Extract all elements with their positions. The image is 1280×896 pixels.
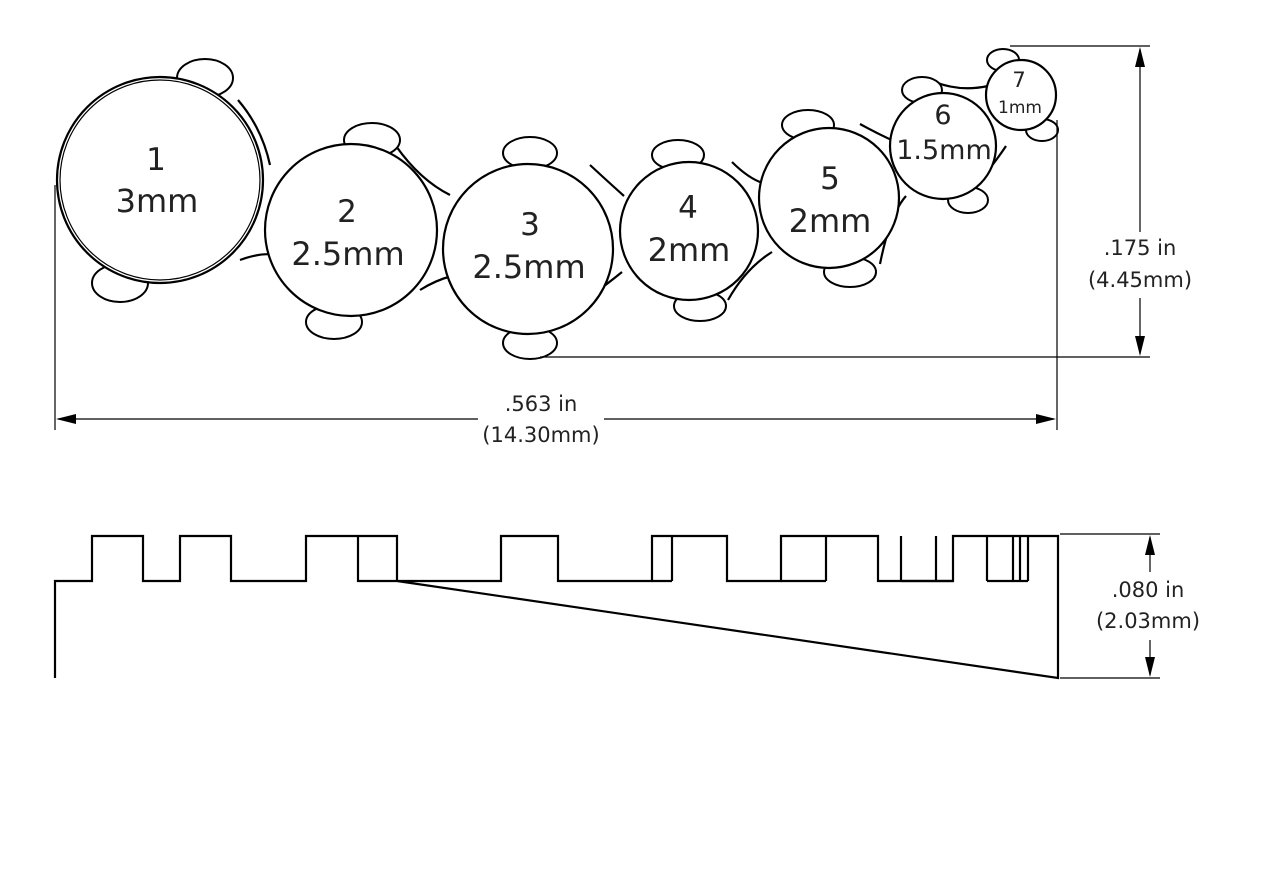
hole-7-number: 7 xyxy=(1012,68,1025,92)
hole-7-size: 1mm xyxy=(998,98,1042,118)
width-inches: .563 in xyxy=(505,392,578,416)
hole-5-size: 2mm xyxy=(789,202,872,240)
hole-6-number: 6 xyxy=(934,100,951,131)
hole-5-number: 5 xyxy=(820,161,840,197)
hole-7: 7 1mm xyxy=(984,58,1058,132)
hole-3-size: 2.5mm xyxy=(472,248,585,286)
width-dimension: .563 in (14.30mm) xyxy=(54,120,1058,447)
hole-3-number: 3 xyxy=(520,207,540,243)
height-dimension: .175 in (4.45mm) xyxy=(540,45,1192,358)
hole-1-size: 3mm xyxy=(116,182,199,220)
thickness-inches: .080 in xyxy=(1112,578,1185,602)
width-mm: (14.30mm) xyxy=(482,423,599,447)
thickness-mm: (2.03mm) xyxy=(1096,609,1200,633)
hole-4-size: 2mm xyxy=(648,231,731,269)
hole-6: 6 1.5mm xyxy=(888,91,998,201)
hole-4-number: 4 xyxy=(678,190,698,226)
hole-4: 4 2mm xyxy=(618,160,760,302)
hole-2: 2 2.5mm xyxy=(263,142,439,318)
hole-5: 5 2mm xyxy=(757,126,901,270)
hole-2-size: 2.5mm xyxy=(291,235,404,273)
height-mm: (4.45mm) xyxy=(1088,268,1192,292)
top-view: 1 3mm 2 2.5mm 3 2.5mm 4 2mm 5 2mm 6 1.5m… xyxy=(55,48,1059,360)
side-view xyxy=(53,534,1060,680)
hole-2-number: 2 xyxy=(337,194,357,230)
thickness-dimension: .080 in (2.03mm) xyxy=(1060,533,1200,679)
hole-6-size: 1.5mm xyxy=(896,135,992,166)
height-inches: .175 in xyxy=(1104,236,1177,260)
hole-3: 3 2.5mm xyxy=(441,162,615,336)
hole-1-number: 1 xyxy=(146,142,166,178)
hole-1: 1 3mm xyxy=(55,75,265,285)
